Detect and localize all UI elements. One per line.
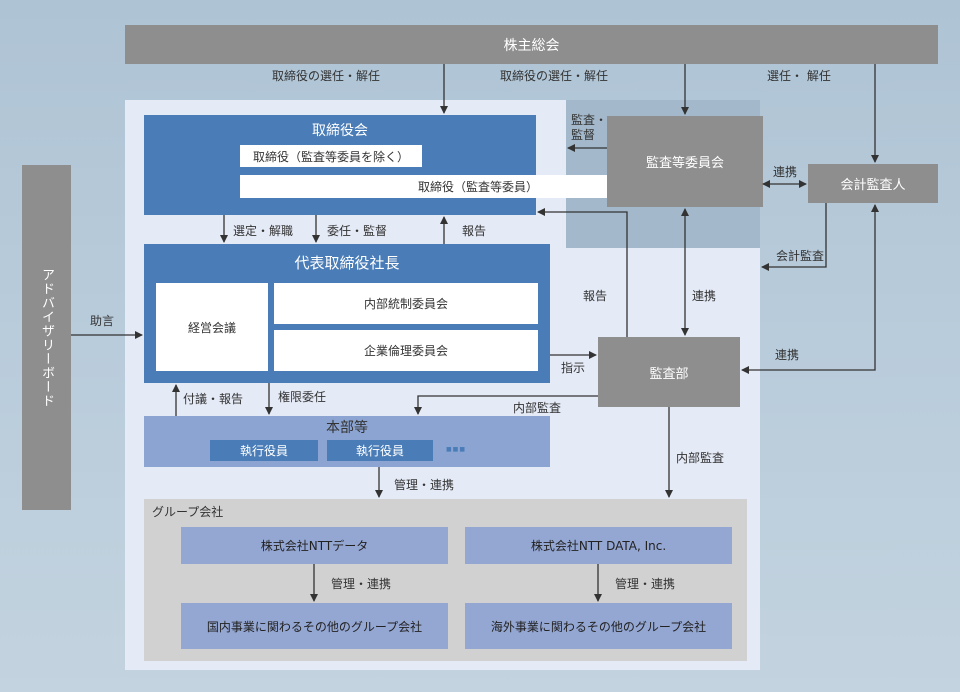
company-ntt-data: 株式会社NTTデータ	[181, 527, 448, 564]
audit-department: 監査部	[598, 337, 740, 407]
label-elect-audit: 取締役の選任・解任	[500, 69, 609, 83]
president-title: 代表取締役社長	[294, 253, 400, 272]
label-manage-inc: 管理・連携	[615, 577, 676, 591]
label-manage-jp: 管理・連携	[331, 577, 392, 591]
label-coop-right: 連携	[775, 348, 800, 362]
label-coop-auditor: 連携	[773, 165, 798, 179]
advisory-board-label: アドバイザリーボード	[39, 267, 54, 408]
label-audit-supervise: 監査・ 監督	[571, 113, 608, 142]
executive-officer-2: 執行役員	[327, 440, 433, 461]
executive-officer-1: 執行役員	[210, 440, 318, 461]
label-accounting-audit: 会計監査	[776, 249, 825, 263]
label-discuss-report: 付議・報告	[183, 392, 244, 406]
arrow-coop-right	[741, 204, 879, 374]
label-internal-audit-group: 内部監査	[676, 451, 725, 465]
label-delegation: 権限委任	[278, 390, 327, 404]
label-manage-hq: 管理・連携	[394, 478, 455, 492]
overseas-group-companies: 海外事業に関わるその他のグループ会社	[465, 603, 732, 649]
label-report-board: 報告	[462, 224, 487, 238]
label-delegate-supervise: 委任・監督	[327, 224, 388, 238]
label-coop-audit-dept: 連携	[692, 289, 717, 303]
domestic-group-companies: 国内事業に関わるその他のグループ会社	[181, 603, 448, 649]
board-title: 取締役会	[312, 123, 368, 139]
accounting-auditor: 会計監査人	[808, 164, 938, 203]
more-ellipsis: ■■■	[445, 445, 466, 453]
label-advice: 助言	[90, 314, 115, 328]
management-meeting: 経営会議	[156, 283, 268, 371]
advisory-board: アドバイザリーボード	[22, 165, 71, 510]
label-internal-audit-hq: 内部監査	[513, 401, 562, 415]
label-elect-auditor: 選任・ 解任	[767, 69, 831, 83]
arrow-report-audit	[537, 208, 628, 337]
group-companies-title: グループ会社	[152, 505, 224, 519]
label-elect-board: 取締役の選任・解任	[272, 69, 381, 83]
directors-audit-committee: 取締役（監査等委員）	[240, 175, 716, 198]
label-instruction: 指示	[561, 361, 586, 375]
headquarters-title: 本部等	[326, 420, 368, 436]
arrow-internal-audit-hq	[414, 395, 598, 415]
shareholders-meeting: 株主総会	[125, 25, 938, 64]
directors-excluding-audit: 取締役（監査等委員を除く）	[240, 145, 422, 167]
label-select-dismiss: 選定・解職	[233, 224, 294, 238]
internal-control-committee: 内部統制委員会	[274, 283, 538, 324]
label-report-audit: 報告	[583, 289, 608, 303]
ethics-committee: 企業倫理委員会	[274, 330, 538, 371]
company-ntt-data-inc: 株式会社NTT DATA, Inc.	[465, 527, 732, 564]
audit-committee: 監査等委員会	[607, 116, 763, 207]
